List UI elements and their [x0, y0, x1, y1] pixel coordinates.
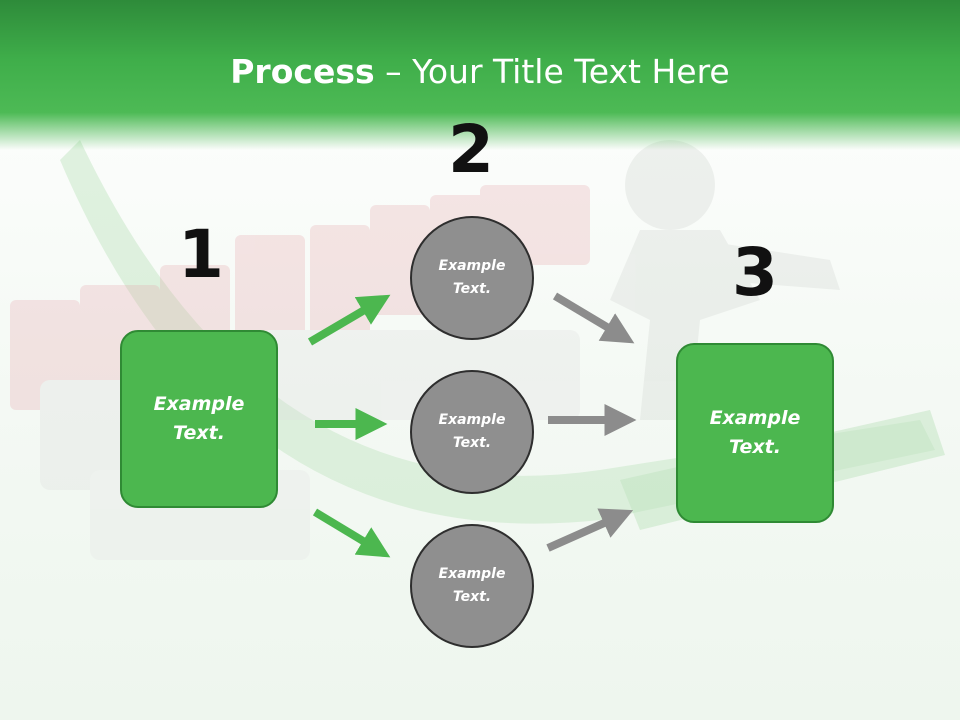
- circle-bottom-label: Example Text.: [438, 566, 506, 605]
- step-3-label: Example Text.: [709, 407, 801, 458]
- step-number-1: 1: [178, 216, 224, 293]
- title-bar: [0, 0, 960, 150]
- step-2-circle-top[interactable]: Example Text.: [410, 216, 534, 340]
- step-2-circle-bottom[interactable]: Example Text.: [410, 524, 534, 648]
- step-3-box[interactable]: Example Text.: [676, 343, 834, 523]
- title-rest: – Your Title Text Here: [374, 52, 730, 91]
- circle-middle-label: Example Text.: [438, 412, 506, 451]
- slide-title: Process – Your Title Text Here: [0, 52, 960, 91]
- step-number-3: 3: [732, 234, 778, 311]
- title-bold: Process: [230, 52, 375, 91]
- arrow-left-to-top: [307, 294, 391, 346]
- step-1-label: Example Text.: [153, 393, 245, 444]
- step-1-box[interactable]: Example Text.: [120, 330, 278, 508]
- circle-top-label: Example Text.: [438, 258, 506, 297]
- arrow-bottom-to-right: [546, 508, 634, 552]
- arrow-left-to-bottom: [312, 508, 391, 558]
- step-2-circle-middle[interactable]: Example Text.: [410, 370, 534, 494]
- arrow-top-to-right: [552, 292, 635, 344]
- step-number-2: 2: [448, 111, 494, 188]
